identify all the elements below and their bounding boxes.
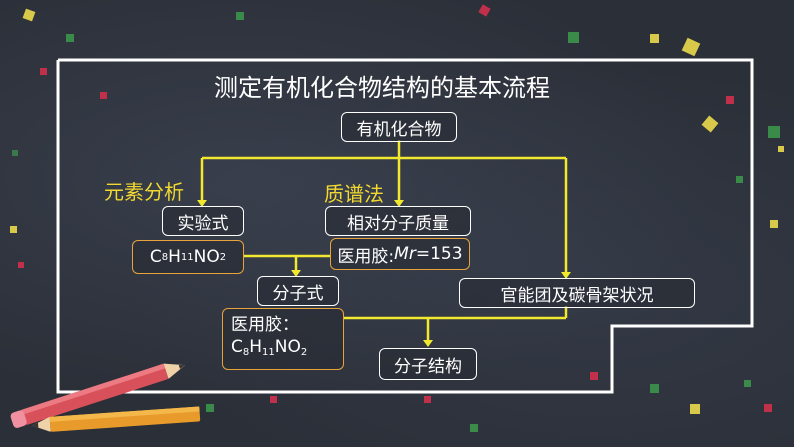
node-relative-molecular-mass: 相对分子质量: [325, 206, 471, 236]
node-molecular-formula: 分子式: [257, 276, 339, 306]
confetti-decoration: [764, 404, 772, 412]
formula-subscript: 11: [180, 251, 194, 263]
connector-lines: [200, 140, 568, 340]
confetti-decoration: [66, 34, 74, 42]
confetti-decoration: [650, 384, 659, 393]
red-pencil-icon: [10, 363, 186, 428]
confetti-decoration: [470, 424, 478, 432]
mr-prefix: 医用胶:: [337, 246, 395, 267]
confetti-decoration: [770, 220, 778, 228]
glue-formula: C8H11NO2: [231, 336, 307, 364]
formula-element: H: [168, 247, 181, 267]
formula-element: C: [149, 247, 162, 267]
confetti-decoration: [768, 126, 780, 138]
confetti-decoration: [690, 404, 700, 414]
formula-subscript: 8: [161, 251, 169, 263]
formula-element: NO: [274, 337, 301, 357]
formula-element: NO: [193, 247, 220, 267]
label-elemental-analysis: 元素分析: [104, 180, 184, 204]
confetti-decoration: [18, 262, 24, 268]
formula-subscript: 2: [219, 251, 227, 263]
confetti-decoration: [726, 96, 734, 104]
formula-element: H: [249, 337, 263, 357]
label-mass-spectrometry: 质谱法: [324, 182, 384, 206]
confetti-decoration: [778, 146, 784, 152]
formula-element: C: [231, 337, 243, 357]
confetti-decoration: [12, 150, 18, 156]
confetti-decoration: [590, 372, 598, 380]
diagram-title: 测定有机化合物结构的基本流程: [214, 74, 550, 102]
formula-subscript: 11: [262, 347, 275, 358]
confetti-decoration: [236, 12, 244, 20]
confetti-decoration: [270, 396, 277, 403]
node-molecular-structure: 分子结构: [379, 348, 477, 380]
confetti-decoration: [568, 32, 579, 43]
node-glue-formula: 医用胶： C8H11NO2: [222, 308, 344, 370]
confetti-decoration: [736, 176, 743, 183]
orange-pencil-icon: [32, 406, 201, 432]
confetti-decoration: [10, 226, 17, 233]
confetti-decoration: [206, 404, 214, 412]
glue-label: 医用胶：: [231, 315, 299, 335]
node-functional-groups: 官能团及碳骨架状况: [459, 278, 695, 308]
outer-frame: [56, 58, 754, 394]
node-empirical-formula: 实验式: [162, 206, 244, 236]
confetti-decoration: [744, 380, 751, 387]
confetti-decoration: [650, 34, 659, 43]
mr-symbol: Mr: [394, 244, 416, 264]
node-organic-compound: 有机化合物: [341, 112, 457, 142]
confetti-decoration: [100, 92, 107, 99]
confetti-decoration: [40, 68, 47, 75]
node-relative-mass-value: 医用胶:Mr=153: [330, 238, 470, 270]
confetti-decoration: [424, 396, 431, 403]
formula-subscript: 8: [242, 347, 250, 358]
mr-value: =153: [415, 244, 463, 264]
formula-subscript: 2: [300, 347, 308, 358]
